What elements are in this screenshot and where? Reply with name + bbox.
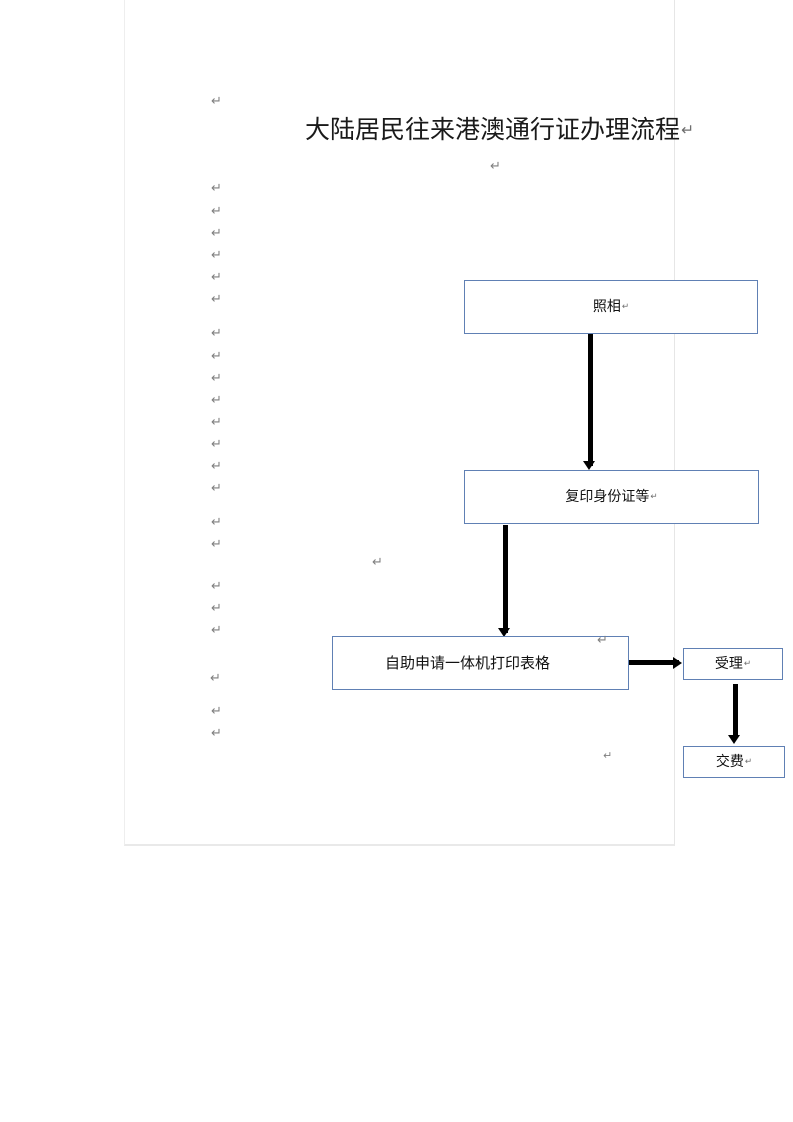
flow-node-pay[interactable]: 交费↵ — [683, 746, 785, 778]
page-title-text: 大陆居民往来港澳通行证办理流程 — [305, 115, 681, 144]
pilcrow-mark: ↵ — [211, 415, 222, 430]
pilcrow-mark: ↵ — [211, 726, 222, 741]
pilcrow-mark: ↵ — [744, 757, 753, 768]
pilcrow-mark: ↵ — [211, 579, 222, 594]
pilcrow-mark: ↵ — [211, 515, 222, 530]
pilcrow-mark: ↵ — [372, 555, 383, 570]
flow-node-accept[interactable]: 受理↵ — [683, 648, 783, 680]
flow-node-accept-label: 受理↵ — [714, 656, 752, 672]
flow-arrow-accept-to-pay-head — [728, 735, 740, 744]
pilcrow-mark: ↵ — [211, 704, 222, 719]
pilcrow-mark: ↵ — [211, 371, 222, 386]
flow-arrow-copyid-to-kiosk-head — [498, 628, 510, 637]
pilcrow-mark: ↵ — [211, 481, 222, 496]
pilcrow-mark: ↵ — [211, 181, 222, 196]
document-page: 大陆居民往来港澳通行证办理流程 ↵ ↵ 照相↵ 复印身份证等↵ ↵ 自助申请一体机… — [124, 0, 785, 846]
pilcrow-mark: ↵ — [211, 248, 222, 263]
pilcrow-mark: ↵ — [211, 623, 222, 638]
pilcrow-mark: ↵ — [211, 459, 222, 474]
flow-node-copy-id-label: 复印身份证等↵ — [565, 489, 658, 505]
pilcrow-mark: ↵ — [211, 537, 222, 552]
flow-arrow-kiosk-to-accept — [629, 660, 679, 665]
pilcrow-mark: ↵ — [211, 349, 222, 364]
pilcrow-mark: ↵ — [603, 749, 613, 762]
flow-node-kiosk-label: 自助申请一体机打印表格 — [385, 653, 551, 672]
flow-arrow-photo-to-copyid — [588, 334, 593, 466]
pilcrow-mark: ↵ — [211, 393, 222, 408]
pilcrow-mark: ↵ — [743, 659, 752, 670]
page-title: 大陆居民往来港澳通行证办理流程↵ — [305, 114, 793, 145]
pilcrow-mark: ↵ — [650, 492, 658, 503]
flow-arrow-copyid-to-kiosk — [503, 525, 508, 633]
pilcrow-mark: ↵ — [211, 601, 222, 616]
flow-node-copy-id[interactable]: 复印身份证等↵ — [464, 470, 759, 524]
pilcrow-mark: ↵ — [211, 292, 222, 307]
pilcrow-mark: ↵ — [621, 302, 630, 313]
pilcrow-mark: ↵ — [211, 94, 222, 109]
flow-arrow-photo-to-copyid-head — [583, 461, 595, 470]
pilcrow-mark: ↵ — [211, 437, 222, 452]
pilcrow-mark: ↵ — [490, 159, 501, 174]
pilcrow-mark: ↵ — [211, 226, 222, 241]
flow-node-photo[interactable]: 照相↵ — [464, 280, 758, 334]
flow-arrow-kiosk-to-accept-head — [673, 657, 682, 669]
pilcrow-mark: ↵ — [211, 270, 222, 285]
pilcrow-mark: ↵ — [681, 121, 695, 140]
pilcrow-mark: ↵ — [211, 204, 222, 219]
flow-node-kiosk[interactable]: 自助申请一体机打印表格 — [332, 636, 629, 690]
flow-node-photo-label: 照相↵ — [592, 299, 630, 315]
pilcrow-mark: ↵ — [210, 671, 221, 686]
flow-node-pay-label: 交费↵ — [715, 754, 753, 770]
pilcrow-mark: ↵ — [211, 326, 222, 341]
flow-arrow-accept-to-pay — [733, 684, 738, 738]
